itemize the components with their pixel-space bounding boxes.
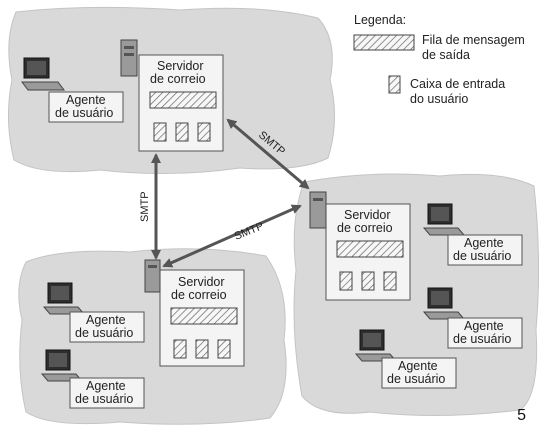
agent-label-line1: Agente xyxy=(66,93,106,107)
server-label-line2: de correio xyxy=(150,72,206,86)
inbox xyxy=(153,122,167,142)
server-tower-icon xyxy=(309,191,327,229)
inbox xyxy=(339,271,353,291)
inbox xyxy=(383,271,397,291)
server-label-line1: Servidor xyxy=(157,59,204,73)
server-label-line1: Servidor xyxy=(178,275,225,289)
user-agent-right-middle: Agente de usuário xyxy=(422,287,523,349)
outgoing-queue xyxy=(336,240,404,258)
smtp-label-vertical: SMTP xyxy=(139,191,151,222)
inbox xyxy=(361,271,375,291)
legend-inbox-line1: Caixa de entrada xyxy=(410,77,505,91)
legend-title: Legenda: xyxy=(354,13,406,27)
inbox xyxy=(197,122,211,142)
computer-icon xyxy=(42,282,86,315)
user-agent-top-left: Agente de usuário xyxy=(21,57,124,123)
user-agent-right-upper: Agente de usuário xyxy=(422,203,523,266)
user-agent-bottom-left-upper: Agente de usuário xyxy=(42,282,145,343)
outgoing-queue xyxy=(149,91,217,109)
legend-outgoing-queue-icon xyxy=(353,34,415,51)
server-label-line1: Servidor xyxy=(344,208,391,222)
legend-outgoing-queue-line1: Fila de mensagem xyxy=(422,33,525,47)
agent-label-line1: Agente xyxy=(398,359,438,373)
inbox xyxy=(217,339,231,359)
computer-icon xyxy=(422,203,466,236)
page-number: 5 xyxy=(517,407,526,424)
computer-icon xyxy=(21,57,65,91)
smtp-arrow-top-to-right xyxy=(226,118,310,190)
legend-outgoing-queue-line2: de saída xyxy=(422,48,470,62)
user-agent-bottom-left-lower: Agente de usuário xyxy=(40,349,145,409)
inbox xyxy=(195,339,209,359)
server-tower-icon xyxy=(144,259,161,293)
agent-label-line1: Agente xyxy=(86,379,126,393)
smtp-label-lower: SMTP xyxy=(233,220,266,243)
agent-label-line1: Agente xyxy=(464,236,504,250)
agent-label-line1: Agente xyxy=(464,319,504,333)
mail-server-bottom-left: Servidor de correio xyxy=(159,269,245,367)
smtp-arrow-right-to-bottom xyxy=(162,204,302,268)
agent-label-line2: de usuário xyxy=(387,372,445,386)
mail-server-right: Servidor de correio xyxy=(325,203,411,301)
agent-label-line2: de usuário xyxy=(55,106,113,120)
outgoing-queue xyxy=(170,307,238,325)
server-label-line2: de correio xyxy=(337,221,393,235)
inbox xyxy=(173,339,187,359)
legend-inbox-line2: do usuário xyxy=(410,92,468,106)
legend-inbox-icon xyxy=(388,75,401,94)
mail-server-top-left: Servidor de correio xyxy=(138,54,224,152)
computer-icon xyxy=(422,287,466,320)
agent-label-line2: de usuário xyxy=(453,249,511,263)
agent-label-line1: Agente xyxy=(86,313,126,327)
agent-label-line2: de usuário xyxy=(453,332,511,346)
server-label-line2: de correio xyxy=(171,288,227,302)
inbox xyxy=(175,122,189,142)
agent-label-line2: de usuário xyxy=(75,392,133,406)
agent-label-line2: de usuário xyxy=(75,326,133,340)
user-agent-right-lower: Agente de usuário xyxy=(354,329,457,389)
server-tower-icon xyxy=(120,39,138,77)
